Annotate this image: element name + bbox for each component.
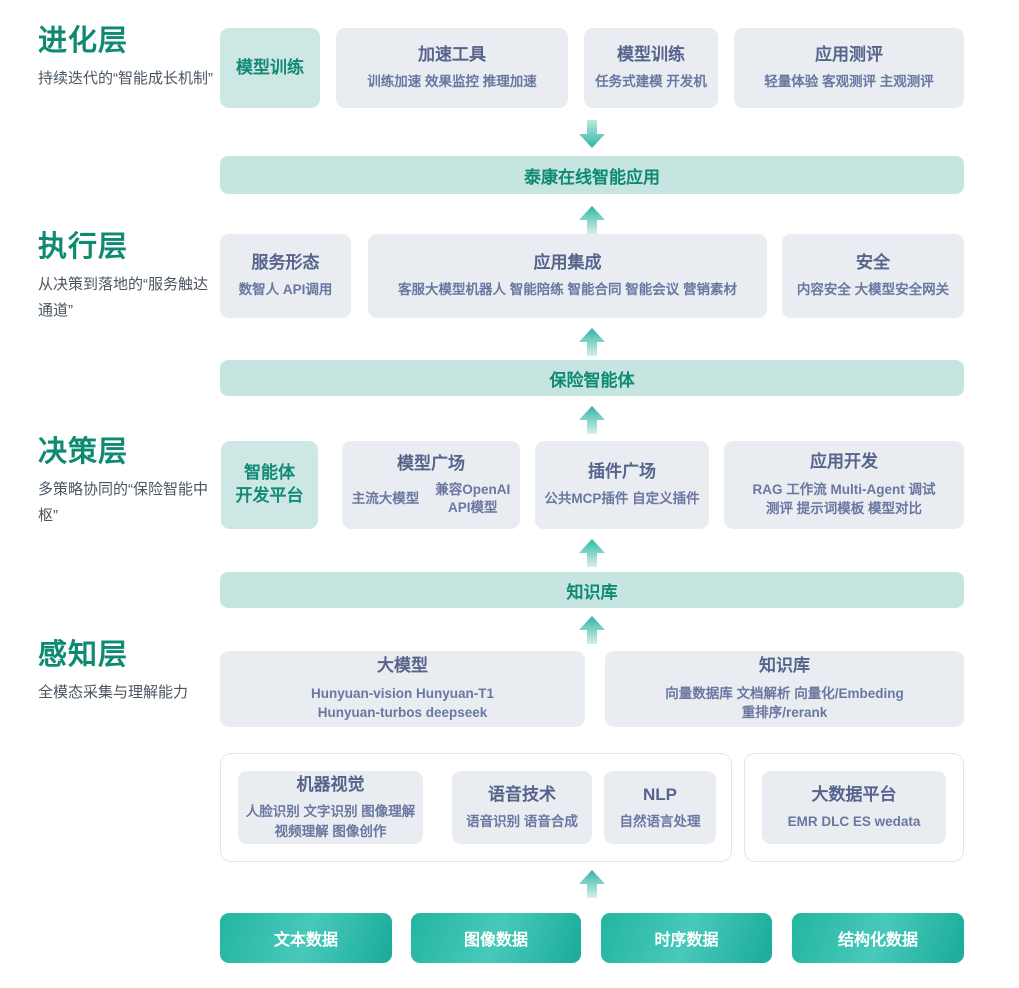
- layer-title: 执行层: [38, 231, 129, 263]
- card-big-data-platform[interactable]: 大数据平台 EMR DLC ES wedata: [762, 771, 946, 844]
- card-title: 应用集成: [533, 253, 602, 273]
- layer-label-execution: 执行层 从决策到落地的“服务触达通道”: [38, 231, 218, 323]
- card-title: 机器视觉: [296, 774, 365, 794]
- card-title-line2: 开发平台: [235, 486, 304, 505]
- card-nlp[interactable]: NLP 自然语言处理: [604, 771, 716, 844]
- card-title-line1: 智能体: [244, 463, 295, 483]
- arrow-down-icon: [579, 120, 605, 148]
- card-subtitle: 内容安全 大模型安全网关: [796, 282, 950, 298]
- layer-label-decision: 决策层 多策略协同的“保险智能中枢”: [38, 436, 218, 528]
- arrow-up-icon: [579, 616, 605, 644]
- card-title: 大模型: [377, 656, 428, 676]
- card-subtitle: 轻量体验 客观测评 主观测评: [764, 74, 934, 90]
- chip-label: 时序数据: [654, 932, 719, 949]
- card-subtitle: 客服大模型机器人 智能陪练 智能合同 智能会议 营销素材: [397, 282, 737, 298]
- card-subtitle-left: 主流大模型: [351, 491, 420, 507]
- banner-text: 泰康在线智能应用: [524, 167, 660, 187]
- card-machine-vision[interactable]: 机器视觉 人脸识别 文字识别 图像理解 视频理解 图像创作: [238, 771, 423, 844]
- card-service-form[interactable]: 服务形态 数智人 API调用: [220, 234, 351, 318]
- card-model-training[interactable]: 模型训练 任务式建模 开发机: [584, 28, 718, 108]
- banner-text: 保险智能体: [549, 370, 635, 390]
- layer-title: 感知层: [38, 639, 129, 671]
- card-subtitle-right-line2: API模型: [447, 500, 498, 516]
- card-knowledge-base[interactable]: 知识库 向量数据库 文档解析 向量化/Embeding 重排序/rerank: [605, 651, 964, 727]
- card-subtitle: 数智人 API调用: [238, 282, 333, 298]
- card-title: 应用测评: [815, 45, 883, 65]
- chip-timeseries-data[interactable]: 时序数据: [601, 913, 772, 963]
- layer-desc: 从决策到落地的“服务触达通道”: [38, 275, 208, 319]
- card-large-model[interactable]: 大模型 Hunyuan-vision Hunyuan-T1 Hunyuan-tu…: [220, 651, 585, 727]
- card-subtitle: 任务式建模 开发机: [595, 74, 707, 90]
- card-acceleration-tools[interactable]: 加速工具 训练加速 效果监控 推理加速: [336, 28, 568, 108]
- card-title: 模型训练: [236, 57, 304, 77]
- card-title: 插件广场: [588, 462, 656, 482]
- arrow-up-icon: [579, 328, 605, 356]
- card-model-plaza[interactable]: 模型广场 主流大模型 兼容OpenAI API模型: [342, 441, 520, 529]
- card-agent-dev-platform[interactable]: 智能体 开发平台: [221, 441, 318, 529]
- card-subtitle: 公共MCP插件 自定义插件: [544, 491, 700, 507]
- card-subtitle-line2: 重排序/rerank: [741, 705, 828, 721]
- card-title: 大数据平台: [811, 784, 897, 804]
- arrow-up-icon: [579, 539, 605, 567]
- chip-image-data[interactable]: 图像数据: [411, 913, 581, 963]
- layer-label-perception: 感知层 全模态采集与理解能力: [38, 639, 218, 706]
- chip-label: 图像数据: [463, 932, 528, 949]
- chip-structured-data[interactable]: 结构化数据: [792, 913, 964, 963]
- card-subtitle-right-line1: 兼容OpenAI: [435, 481, 511, 497]
- card-title: 安全: [856, 253, 890, 273]
- card-subtitle: EMR DLC ES wedata: [787, 813, 921, 829]
- layer-title: 决策层: [38, 436, 129, 468]
- layer-desc: 持续迭代的“智能成长机制”: [38, 69, 213, 87]
- card-subtitle-right: 兼容OpenAI API模型: [435, 481, 510, 517]
- card-subtitle: 语音识别 语音合成: [466, 813, 578, 829]
- card-subtitle-line1: 向量数据库 文档解析 向量化/Embeding: [665, 685, 904, 701]
- card-application-development[interactable]: 应用开发 RAG 工作流 Multi-Agent 调试 测评 提示词模板 模型对…: [724, 441, 964, 529]
- chip-label: 文本数据: [273, 932, 338, 949]
- arrow-up-icon: [579, 870, 605, 898]
- card-title: 知识库: [759, 656, 810, 676]
- card-subtitle-line2: 视频理解 图像创作: [274, 823, 387, 839]
- card-subtitle-line1: 人脸识别 文字识别 图像理解: [245, 804, 416, 820]
- layer-label-evolution: 进化层 持续迭代的“智能成长机制”: [38, 25, 218, 92]
- card-title: 服务形态: [251, 253, 320, 273]
- card-subtitle-line1: RAG 工作流 Multi-Agent 调试: [752, 481, 936, 497]
- card-title: 模型训练: [617, 45, 685, 65]
- card-application-evaluation[interactable]: 应用测评 轻量体验 客观测评 主观测评: [734, 28, 964, 108]
- card-title: 应用开发: [810, 452, 878, 472]
- card-evolution-accent[interactable]: 模型训练: [220, 28, 320, 108]
- chip-label: 结构化数据: [837, 932, 918, 949]
- card-title: NLP: [643, 784, 677, 804]
- card-subtitle-line2: 测评 提示词模板 模型对比: [765, 501, 922, 517]
- arrow-up-icon: [579, 206, 605, 234]
- banner-text: 知识库: [566, 582, 618, 602]
- banner-knowledge-base: 知识库: [220, 572, 964, 608]
- card-subtitle: 训练加速 效果监控 推理加速: [367, 74, 537, 90]
- card-title: 模型广场: [397, 453, 465, 473]
- card-title: 语音技术: [488, 784, 556, 804]
- card-subtitle-group: 主流大模型 兼容OpenAI API模型: [352, 481, 511, 517]
- arrow-up-icon: [579, 406, 605, 434]
- layer-desc: 全模态采集与理解能力: [38, 683, 189, 701]
- banner-taikang-online-ai-app: 泰康在线智能应用: [220, 156, 964, 194]
- card-plugin-plaza[interactable]: 插件广场 公共MCP插件 自定义插件: [535, 441, 709, 529]
- layer-title: 进化层: [38, 25, 129, 57]
- card-speech-technology[interactable]: 语音技术 语音识别 语音合成: [452, 771, 592, 844]
- card-security[interactable]: 安全 内容安全 大模型安全网关: [782, 234, 964, 318]
- chip-text-data[interactable]: 文本数据: [220, 913, 392, 963]
- card-subtitle: 自然语言处理: [619, 813, 701, 829]
- card-title: 加速工具: [418, 45, 486, 65]
- card-application-integration[interactable]: 应用集成 客服大模型机器人 智能陪练 智能合同 智能会议 营销素材: [368, 234, 767, 318]
- banner-insurance-agent: 保险智能体: [220, 360, 964, 396]
- card-subtitle-line1: Hunyuan-vision Hunyuan-T1: [310, 685, 494, 701]
- card-subtitle-line2: Hunyuan-turbos deepseek: [317, 705, 488, 721]
- layer-desc: 多策略协同的“保险智能中枢”: [38, 480, 208, 524]
